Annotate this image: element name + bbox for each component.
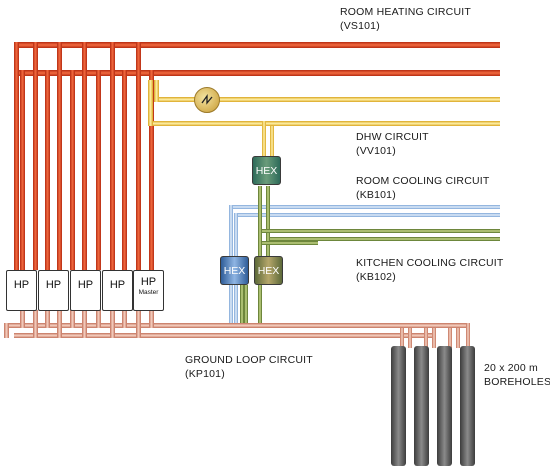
boreholes-count: 20 x 200 m [484,362,538,374]
room-cooling-label: ROOM COOLING CIRCUIT (KB101) [356,174,490,202]
room-cooling-title: ROOM COOLING CIRCUIT [356,175,490,187]
mixing-valve-icon [194,87,220,113]
dhw-pipes [148,80,500,158]
boreholes-title: BOREHOLES [484,376,550,388]
boreholes [391,346,475,466]
heat-pump-3: HP [70,270,101,311]
hex-kitchen-cooling: HEX [254,256,283,285]
hex-dhw: HEX [252,156,281,185]
ground-loop-title: GROUND LOOP CIRCUIT [185,354,313,366]
heat-pump-master: HP Master [133,270,164,311]
ground-loop-label: GROUND LOOP CIRCUIT (KP101) [185,353,313,381]
kitchen-cooling-title: KITCHEN COOLING CIRCUIT [356,257,504,269]
kitchen-cooling-label: KITCHEN COOLING CIRCUIT (KB102) [356,256,504,284]
valve-symbol-icon [201,93,213,105]
dhw-title: DHW CIRCUIT [356,131,429,143]
room-heating-title: ROOM HEATING CIRCUIT [340,6,471,18]
ground-loop-pipes [4,310,470,348]
heat-pump-2: HP [38,270,69,311]
hex-room-cooling: HEX [220,256,249,285]
heat-pump-master-label: Master [138,289,159,296]
room-cooling-code: (KB101) [356,189,396,201]
heat-pump-label: HP [109,279,126,291]
heat-pump-label: HP [140,276,157,288]
dhw-code: (VV101) [356,145,396,157]
heat-pump-label: HP [45,279,62,291]
kitchen-cooling-pipes [240,186,500,325]
borehole [460,346,475,466]
heat-pump-1: HP [6,270,37,311]
heat-pump-label: HP [77,279,94,291]
borehole [414,346,429,466]
heat-pump-4: HP [102,270,133,311]
room-heating-code: (VS101) [340,20,380,32]
heat-pump-label: HP [13,279,30,291]
room-heating-pipes [14,42,500,270]
room-heating-label: ROOM HEATING CIRCUIT (VS101) [340,5,471,33]
borehole [391,346,406,466]
borehole [437,346,452,466]
dhw-label: DHW CIRCUIT (VV101) [356,130,429,158]
ground-loop-code: (KP101) [185,368,225,380]
kitchen-cooling-code: (KB102) [356,271,396,283]
boreholes-label: 20 x 200 m BOREHOLES [484,361,550,389]
